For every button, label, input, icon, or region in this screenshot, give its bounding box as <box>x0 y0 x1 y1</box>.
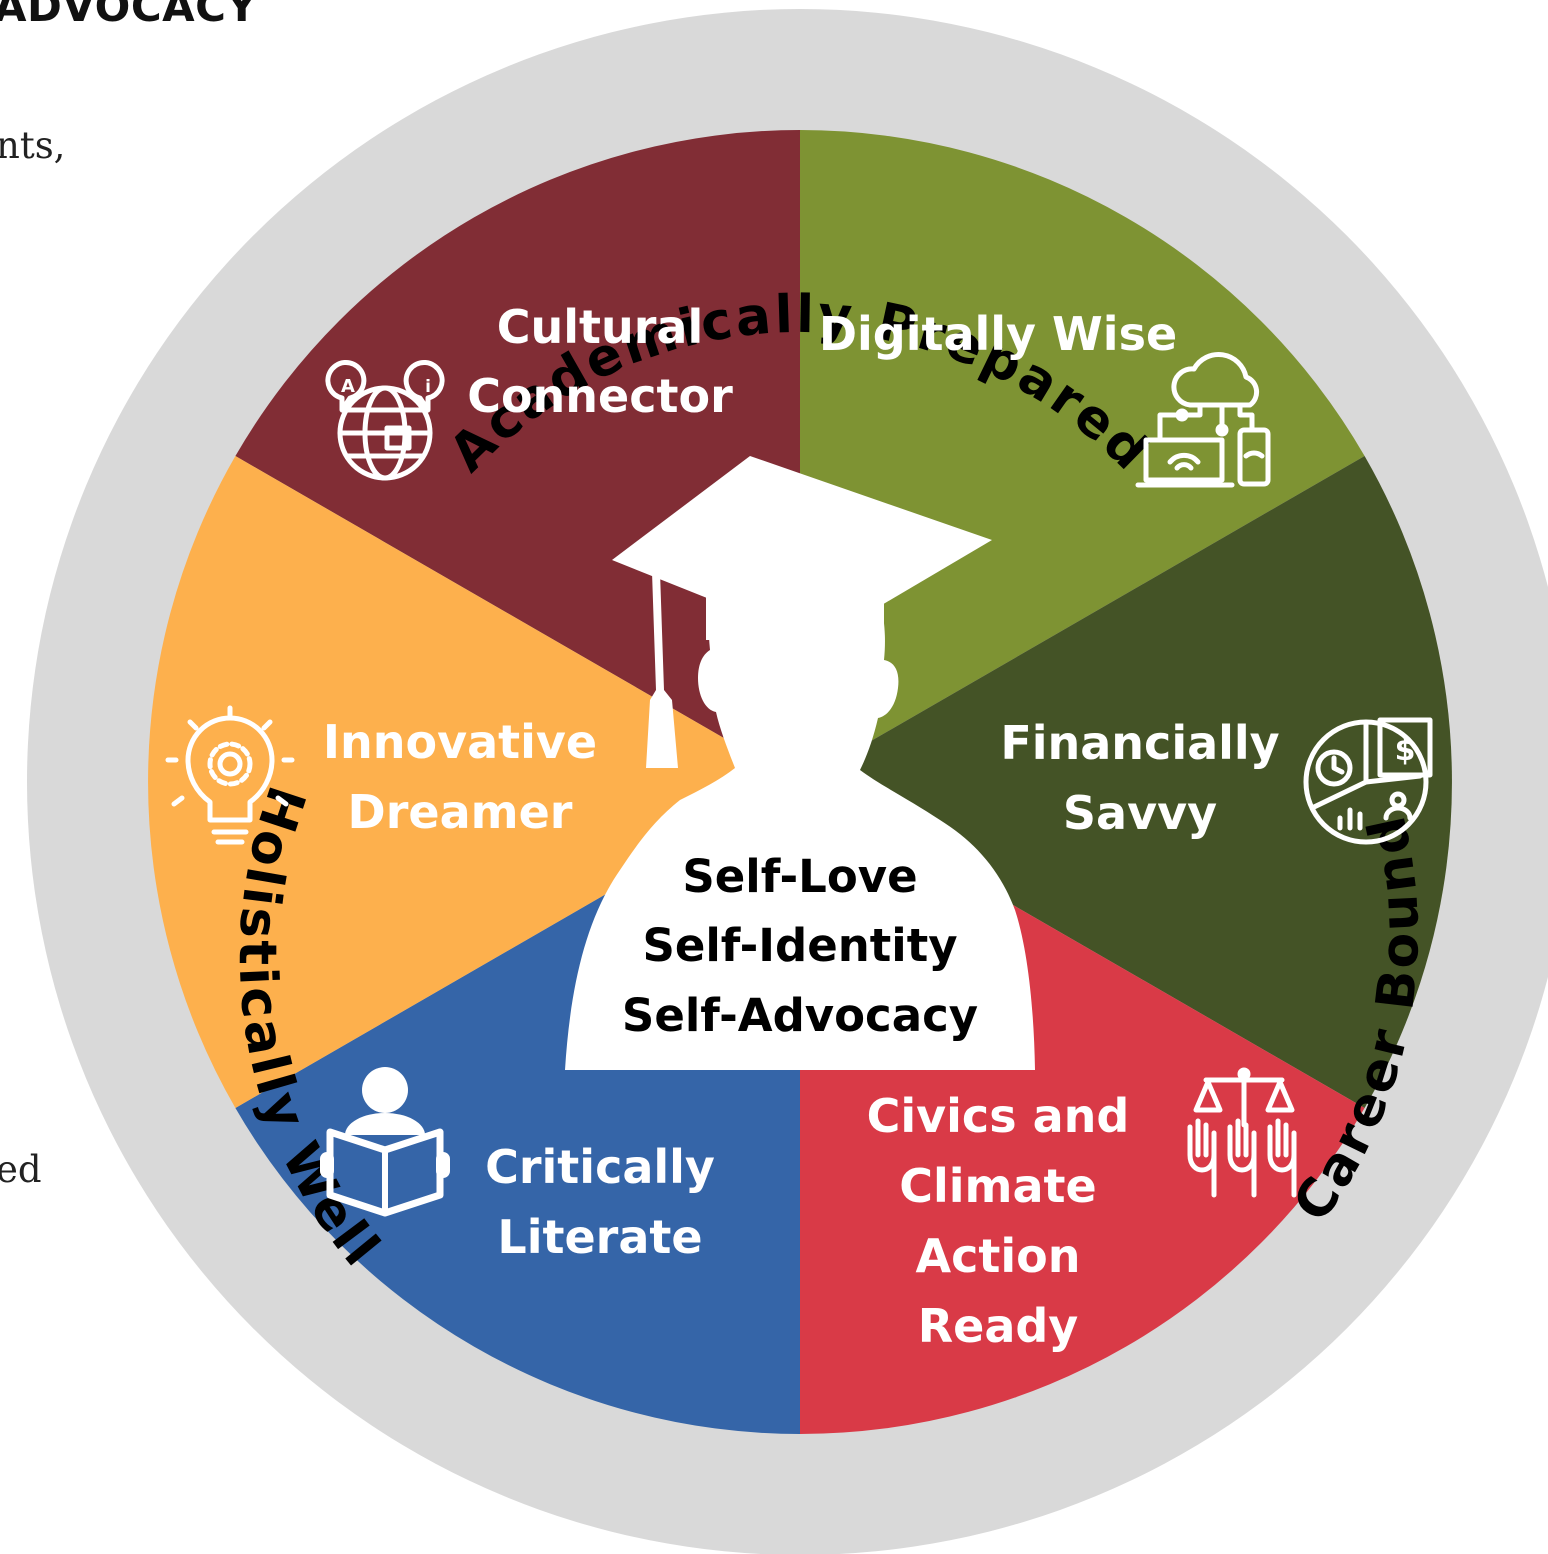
finance-pie-icon: $ <box>1303 717 1433 845</box>
label-financial-line-2: Savvy <box>1063 786 1217 840</box>
center-line-3: Self-Advocacy <box>622 989 978 1042</box>
label-financial-line-1: Financially <box>1000 716 1279 770</box>
label-literate-line-2: Literate <box>497 1210 702 1264</box>
label-digital-line-1: Digitally Wise <box>819 307 1177 361</box>
segment-digitally-wise <box>800 130 1365 782</box>
justice-scales-hands-icon <box>1187 1067 1297 1198</box>
segment-labels: Cultural Connector Digitally Wise Financ… <box>323 300 1280 1353</box>
body-text-fragment-bottom: ed <box>0 1148 42 1191</box>
label-innovative-line-1: Innovative <box>323 715 597 769</box>
cloud-devices-icon <box>1135 351 1271 488</box>
svg-text:i: i <box>425 377 431 397</box>
label-civics-line-3: Action <box>916 1229 1081 1283</box>
center-line-2: Self-Identity <box>642 919 957 972</box>
segment-financially-savvy <box>800 456 1452 1108</box>
globe-languages-icon: A i <box>325 360 445 481</box>
label-cultural-line-2: Connector <box>467 369 733 423</box>
lightbulb-gear-icon <box>165 705 295 845</box>
segment-innovative-dreamer <box>148 456 801 1108</box>
label-cultural-line-1: Cultural <box>497 300 704 354</box>
label-literate-line-1: Critically <box>485 1140 715 1194</box>
center-line-1: Self-Love <box>682 850 917 903</box>
svg-text:$: $ <box>1395 733 1416 768</box>
label-civics-line-1: Civics and <box>867 1089 1130 1143</box>
graduate-silhouette-icon <box>565 456 1035 1070</box>
reader-book-icon <box>320 1067 450 1217</box>
page-heading-fragment: ADVOCACY <box>0 0 258 31</box>
body-text-fragment-top: nts, <box>0 124 66 167</box>
svg-text:A: A <box>341 376 355 397</box>
label-civics-line-4: Ready <box>918 1299 1079 1353</box>
center-label: Self-Love Self-Identity Self-Advocacy <box>622 850 978 1042</box>
label-innovative-line-2: Dreamer <box>348 785 573 839</box>
label-civics-line-2: Climate <box>899 1159 1096 1213</box>
